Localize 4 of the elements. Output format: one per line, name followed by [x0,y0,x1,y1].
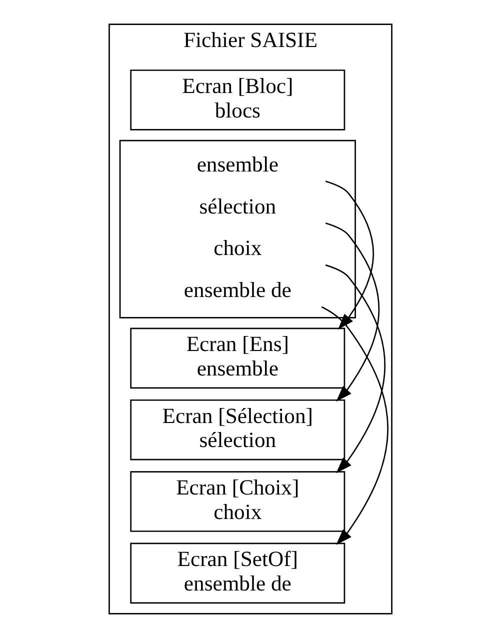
node-text: ensemble de [184,278,292,302]
node-text: choix [214,236,262,260]
node-text: ensemble [196,152,278,176]
node-text: sélection [199,194,276,218]
